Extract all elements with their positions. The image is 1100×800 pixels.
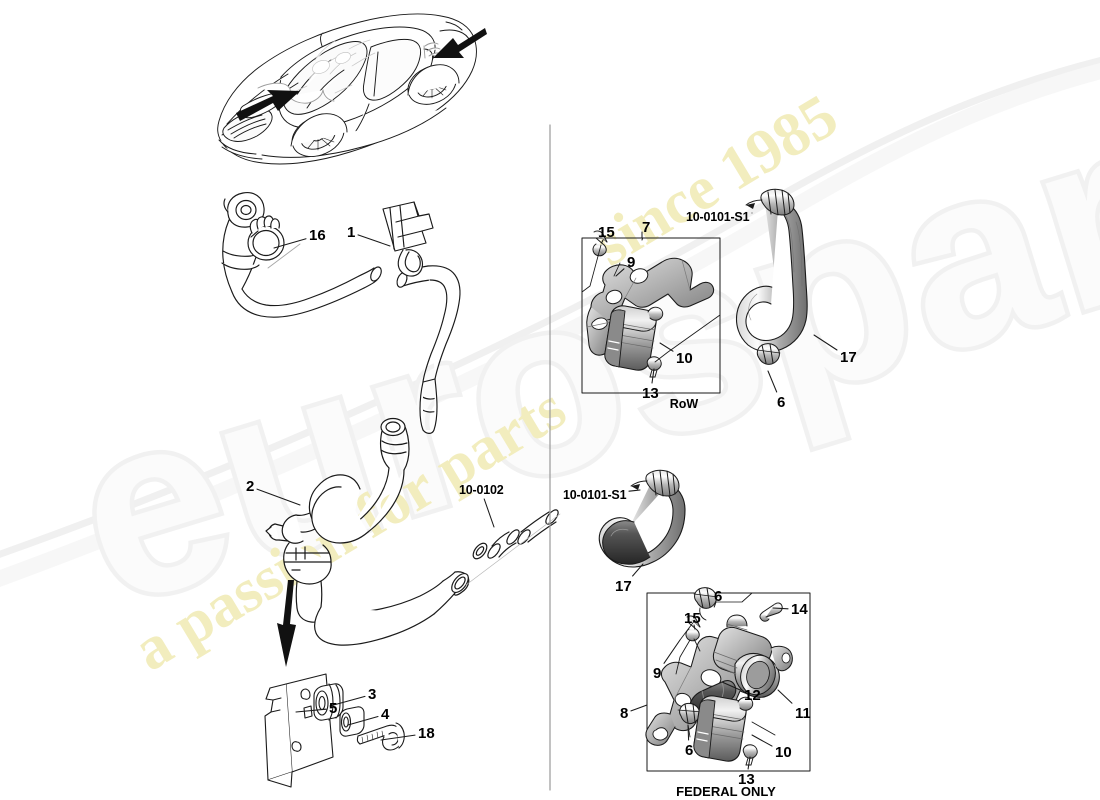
callout-6: 6	[714, 588, 723, 605]
callout-10-0101-s1: 10-0101-S1	[686, 210, 750, 224]
group-label-row: RoW	[669, 397, 699, 411]
leader-line-6	[767, 370, 778, 393]
callout-9: 9	[627, 254, 636, 271]
fixing-bolt-part14	[759, 602, 783, 622]
callout-13: 13	[642, 385, 659, 402]
callout-15: 15	[684, 610, 701, 627]
leader-line-4	[347, 715, 379, 726]
bracket-assembly-group	[264, 673, 405, 788]
support-bracket-part9-row	[586, 257, 715, 356]
assembly-direction-arrow	[277, 580, 296, 667]
callout-17: 17	[615, 578, 632, 595]
callout-12: 12	[744, 687, 761, 704]
vehicle-illustration	[217, 13, 477, 165]
leader-line-10	[659, 342, 674, 352]
callout-10: 10	[775, 744, 792, 761]
leader-line-13	[651, 368, 655, 384]
callout-13: 13	[738, 771, 755, 788]
leader-line-7	[641, 237, 644, 241]
location-arrow-front	[236, 90, 300, 121]
callout-4: 4	[381, 706, 390, 723]
callout-2: 2	[246, 478, 255, 495]
leader-line-9	[663, 639, 681, 664]
leader-line-10-0102	[483, 498, 495, 528]
leader-line-13	[747, 756, 751, 770]
callout-6: 6	[685, 742, 694, 759]
callout-11: 11	[795, 705, 811, 722]
callout-10-0101-s1: 10-0101-S1	[563, 488, 627, 502]
callout-9: 9	[653, 665, 662, 682]
callout-10: 10	[676, 350, 693, 367]
callout-7: 7	[642, 219, 651, 236]
vent-pipe-part17-row	[735, 188, 808, 365]
callout-18: 18	[418, 725, 435, 742]
leader-line-8	[630, 704, 648, 712]
retaining-screw-part13-federal	[742, 744, 758, 766]
leader-line-3	[329, 695, 366, 707]
fitting-10-0102	[465, 509, 561, 586]
leader-line-17	[632, 563, 644, 577]
retaining-clip-part1	[382, 201, 434, 277]
leader-line-6	[713, 601, 717, 608]
callout-3: 3	[368, 686, 377, 703]
purge-hose-assembly-part2	[265, 417, 561, 646]
callout-5: 5	[329, 700, 338, 717]
location-arrow-rear	[433, 28, 487, 58]
leader-line-10-0101-s1	[628, 489, 641, 492]
callout-14: 14	[791, 601, 808, 618]
callout-16: 16	[309, 227, 326, 244]
hose-clamp-part6-upper-federal	[693, 587, 719, 621]
leader-line-12	[721, 681, 742, 691]
leader-line-6	[687, 724, 690, 741]
callout-1: 1	[347, 224, 356, 241]
retaining-screw-part13-row	[646, 356, 662, 378]
group-label-federal: FEDERAL ONLY	[676, 784, 776, 799]
leader-line-5	[295, 708, 327, 713]
leader-line-2	[256, 488, 301, 506]
canister-filter-part10-federal	[693, 695, 754, 762]
vent-pipe-part17-federal	[598, 469, 686, 568]
leader-line-17	[813, 334, 838, 351]
leader-line-1	[357, 234, 391, 247]
leader-line-16	[273, 238, 307, 249]
callout-15: 15	[598, 224, 615, 241]
leader-line-11	[777, 689, 793, 704]
leader-line-15	[601, 239, 604, 244]
callout-17: 17	[840, 349, 857, 366]
leader-line-9	[615, 268, 625, 277]
callout-6: 6	[777, 394, 786, 411]
canister-filter-part10-row	[604, 305, 664, 371]
leader-line-15	[693, 624, 696, 630]
spring-clamp-part16	[247, 215, 285, 261]
leader-line-10	[751, 734, 773, 747]
callout-8: 8	[620, 705, 629, 722]
purge-valve-part11	[712, 614, 793, 698]
callout-10-0102: 10-0102	[459, 483, 504, 497]
upper-hose-assembly	[221, 192, 461, 434]
leader-line-14	[772, 607, 789, 610]
leader-line-18	[380, 734, 416, 741]
